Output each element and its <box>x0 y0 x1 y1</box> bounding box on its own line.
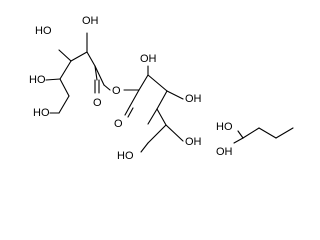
bond <box>258 127 277 139</box>
hydroxyl-label: HO <box>216 121 233 133</box>
bond <box>156 90 168 110</box>
bond <box>45 78 61 81</box>
hydroxyl-label: HO <box>117 150 134 162</box>
bond <box>237 130 244 139</box>
bond <box>147 124 167 144</box>
bond <box>58 95 70 114</box>
bond <box>94 65 105 86</box>
bond <box>165 124 184 142</box>
bond <box>59 78 70 97</box>
bond <box>156 108 167 126</box>
bond <box>166 90 184 100</box>
chemical-structure-diagram: HO OH HO HO O O OH OH O HO OH HO OH <box>29 15 294 162</box>
bond <box>127 107 134 118</box>
bond <box>86 51 96 67</box>
hydroxyl-label: OH <box>82 15 99 27</box>
hydroxyl-label: OH <box>140 53 157 65</box>
left-sugar-bonds <box>45 32 111 114</box>
hydroxyl-label: OH <box>216 146 233 158</box>
right-sugar-bonds <box>123 65 184 153</box>
bond <box>129 89 140 107</box>
aldehyde-oxygen-label: O <box>93 97 102 109</box>
bond <box>147 108 158 125</box>
bond <box>140 142 149 153</box>
hydroxyl-label: OH <box>185 136 202 148</box>
bond <box>147 74 168 92</box>
bond <box>70 51 88 62</box>
hydroxyl-label: HO <box>35 25 52 37</box>
bond <box>233 137 244 144</box>
bond <box>124 105 131 116</box>
bond <box>275 127 294 139</box>
bridging-oxygen-label: O <box>112 85 121 97</box>
bond <box>138 74 149 91</box>
bond <box>58 49 72 62</box>
bond <box>103 84 111 91</box>
atom-labels: HO OH HO HO O O OH OH O HO OH HO OH <box>29 15 233 162</box>
hydroxyl-label: OH <box>185 93 202 105</box>
butanediol-bonds <box>233 127 294 144</box>
hydroxyl-label: HO <box>33 107 50 119</box>
bond <box>59 60 72 80</box>
hydroxyl-label: HO <box>29 74 46 86</box>
bond <box>94 65 98 81</box>
bond <box>242 127 260 139</box>
aldehyde-oxygen-label: O <box>114 118 123 130</box>
